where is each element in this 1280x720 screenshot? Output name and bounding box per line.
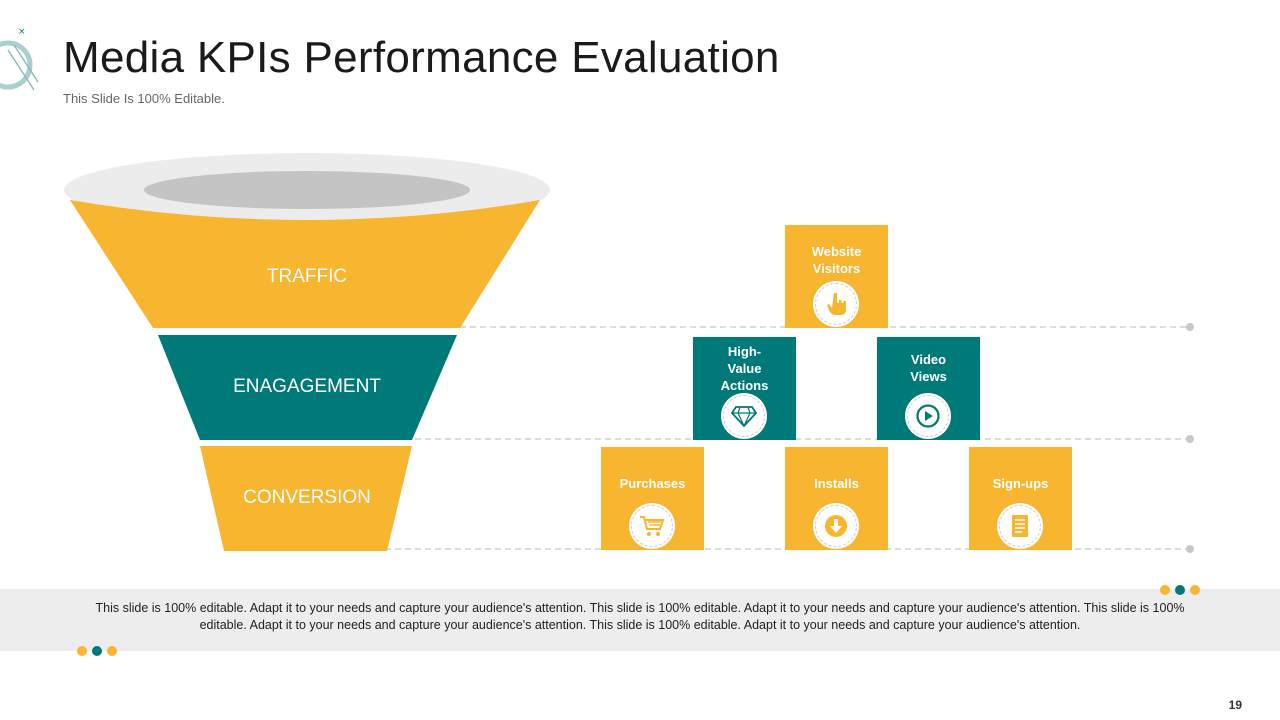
kpi-box-website-visitors: Website Visitors [785,225,888,328]
page-subtitle: This Slide Is 100% Editable. [63,91,225,106]
hand-pointer-icon [813,281,859,327]
footer-band [0,589,1280,651]
kpi-box-purchases: Purchases [601,447,704,550]
funnel-segment-conversion [200,446,412,551]
guide-dot-traffic [1186,323,1194,331]
kpi-label-signups: Sign-ups [992,476,1049,491]
funnel-segment-traffic [70,200,540,328]
page-number: 19 [1228,698,1242,712]
page-title: Media KPIs Performance Evaluation [63,33,780,82]
download-icon [813,503,859,549]
svg-text:×: × [18,27,26,37]
guide-dot-engagement [1186,435,1194,443]
kpi-label-video-views: Video Views [910,352,947,384]
diamond-icon [721,393,767,439]
shopping-cart-icon [629,503,675,549]
funnel-label-conversion: CONVERSION [243,487,371,508]
kpi-box-video-views: Video Views [877,337,980,440]
corner-decoration-icon: × [0,27,39,91]
play-icon [905,393,951,439]
kpi-label-purchases: Purchases [619,476,686,491]
kpi-box-high-value-actions: High- Value Actions [693,337,796,440]
dots-decoration-top [1160,585,1200,595]
funnel-opening [144,171,470,209]
kpi-box-signups: Sign-ups [969,447,1072,550]
kpi-box-installs: Installs [785,447,888,550]
guide-dot-conversion [1186,545,1194,553]
dots-decoration-bottom [77,646,117,656]
footer-text: This slide is 100% editable. Adapt it to… [95,601,1185,632]
kpi-label-website-visitors: Website Visitors [811,244,862,276]
kpi-label-high-value-actions: High- Value Actions [720,344,769,393]
funnel-segment-engagement [158,335,457,440]
funnel-label-traffic: TRAFFIC [266,266,348,287]
form-document-icon [997,503,1043,549]
kpi-label-installs: Installs [814,476,859,491]
funnel-label-engagement: ENAGAGEMENT [233,376,381,397]
